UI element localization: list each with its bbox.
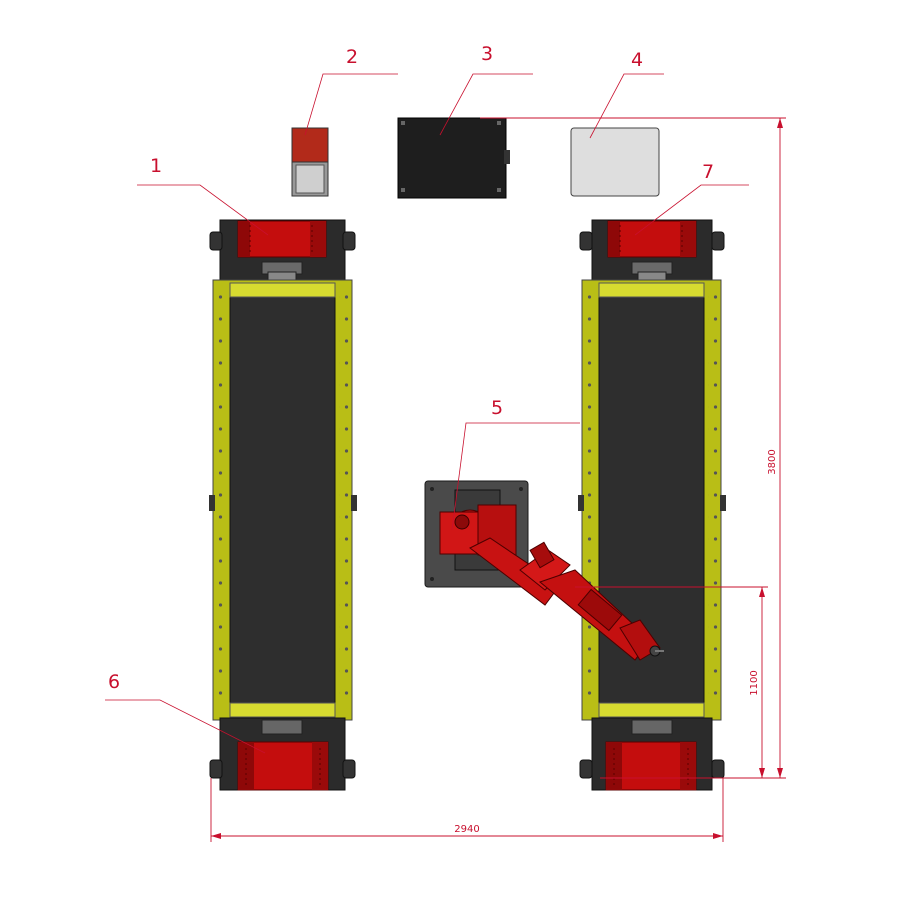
motor-1	[237, 220, 327, 258]
leader-2	[304, 73, 398, 136]
callout-4: 4	[631, 49, 643, 71]
motor-6	[237, 741, 329, 791]
callout-7: 7	[702, 161, 714, 183]
callout-5: 5	[491, 397, 503, 419]
leader-6	[105, 699, 266, 754]
cabinet-3	[397, 117, 510, 199]
leader-1	[137, 184, 269, 236]
callout-3: 3	[481, 43, 493, 65]
callout-6: 6	[108, 671, 120, 693]
right-conveyor	[578, 219, 726, 791]
motor-7	[607, 220, 697, 258]
dimension-lines	[210, 117, 786, 842]
robot-arm	[439, 504, 664, 661]
leader-7	[634, 184, 749, 236]
unit-2	[291, 127, 329, 197]
leader-4	[589, 73, 664, 139]
dim-1100-label: 1100	[749, 670, 760, 695]
leader-5	[451, 422, 580, 531]
dim-3800-label: 3800	[767, 449, 778, 474]
leader-lines	[105, 73, 749, 754]
robot-5	[424, 480, 664, 661]
panel-4	[570, 127, 660, 197]
dim-2940-label: 2940	[454, 824, 479, 835]
left-conveyor	[209, 219, 357, 791]
callout-1: 1	[150, 155, 162, 177]
motor-right-bottom	[605, 741, 697, 791]
callout-2: 2	[346, 46, 358, 68]
leader-3	[439, 73, 533, 136]
